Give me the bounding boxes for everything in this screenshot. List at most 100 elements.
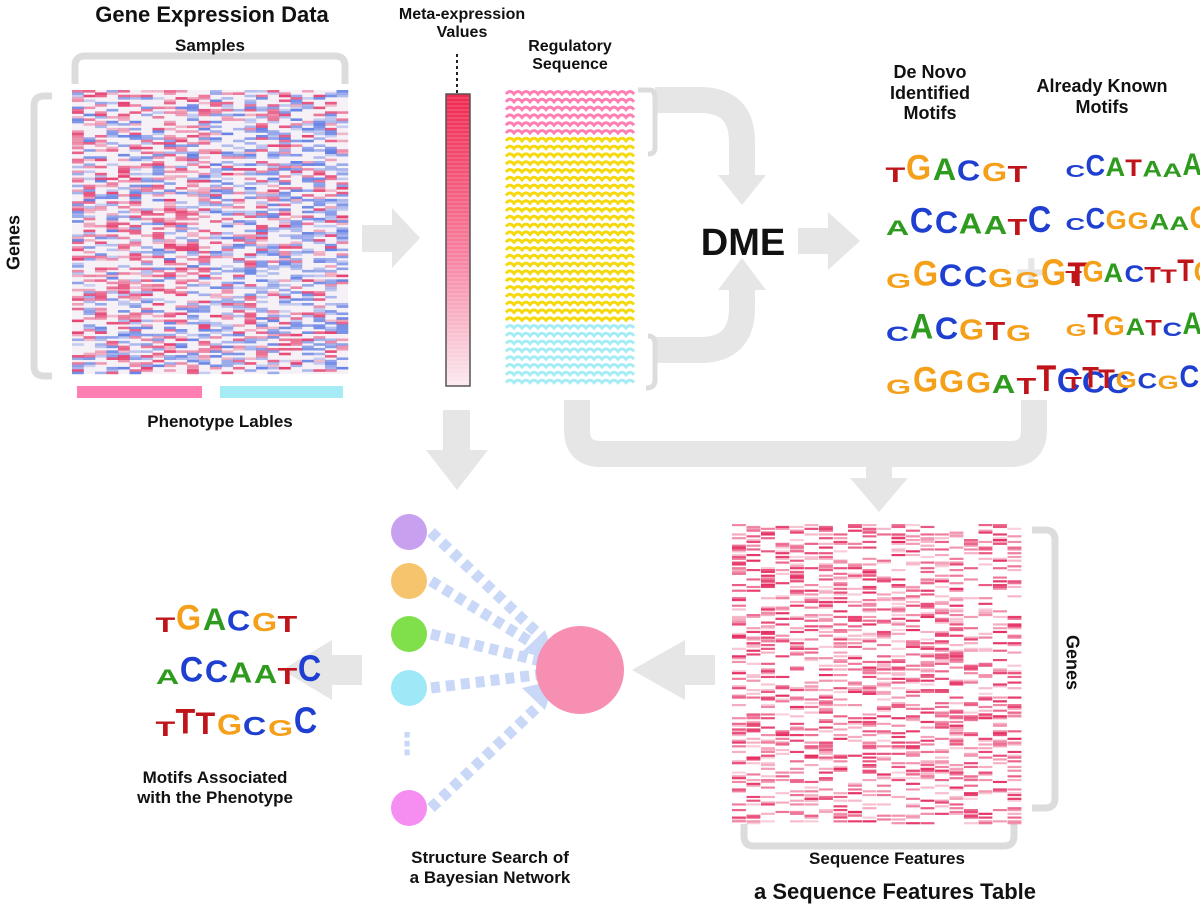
heatmap-cell [313,201,326,204]
motif-letter: G [267,716,293,742]
heatmap-cell [72,99,84,103]
heatmap-cell [290,291,303,294]
heatmap-cell [187,272,199,275]
heatmap-cell [244,295,257,299]
heatmap-cell [95,156,107,159]
feature-cell [819,674,833,677]
heatmap-cell [118,291,130,294]
feature-cell [761,644,775,647]
heatmap-cell [290,165,303,169]
heatmap-cell [164,137,176,140]
heatmap-cell [302,222,314,226]
feature-cell [906,604,920,607]
heatmap-cell [187,369,199,372]
heatmap-cell [233,172,245,176]
heatmap-cell [336,139,349,143]
heatmap-cell [106,90,119,93]
heatmap-cell [210,286,222,289]
heatmap-cell [95,307,107,311]
heatmap-cell [83,196,96,200]
heatmap-cell [221,324,234,327]
feature-cell [819,574,833,577]
regulatory-sequence-label: Regulatory Sequence [528,38,612,74]
motif-letter: T [1160,265,1177,288]
motif-letter: G [912,255,938,294]
feature-cell [978,674,993,677]
heatmap-cell [129,293,142,297]
heatmap-cell [279,333,291,337]
heatmap-cell [187,317,199,320]
heatmap-cell [267,168,280,171]
heatmap-cell [313,369,326,372]
heatmap-cell [290,101,303,105]
heatmap-cell [129,331,142,334]
heatmap-cell [290,224,303,228]
sequence-wave [504,339,636,346]
feature-cell [1007,651,1022,654]
heatmap-cell [106,336,119,339]
heatmap-cell [256,229,268,233]
heatmap-cell [72,262,84,266]
feature-cell [761,754,775,757]
feature-cell [891,550,906,553]
feature-cell [833,636,848,639]
heatmap-cell [72,357,84,360]
motif-letter: A [932,152,956,188]
heatmap-cell [164,151,176,155]
motif-letter: T [1125,154,1143,182]
feature-cell [848,634,862,637]
feature-cell [877,681,891,684]
feature-cell [891,569,906,572]
feature-cell [877,692,891,695]
feature-cell [746,644,761,647]
heatmap-cell [233,295,245,299]
sequence-wave [504,105,636,112]
heatmap-cell [129,177,142,181]
feature-cell [790,687,804,690]
feature-cell [848,782,862,785]
heatmap-cell [95,269,107,273]
heatmap-cell [187,307,199,311]
feature-cell [877,794,891,797]
feature-cell [833,587,848,590]
heatmap-cell [210,203,222,207]
heatmap-cell [129,156,142,159]
heatmap-cell [325,258,337,261]
feature-cell [790,529,804,532]
heatmap-cell [152,338,165,342]
regulatory-sequence-waves [504,90,636,385]
feature-cell [804,687,819,690]
heatmap-cell [175,227,188,230]
feature-cell [891,814,906,817]
feature-cell [935,608,949,611]
heatmap-cell [83,201,96,204]
heatmap-cell [129,229,142,233]
motif-letter: G [906,149,931,188]
feature-cell [906,653,920,656]
feature-cell [848,524,862,527]
heatmap-cell [106,130,119,133]
feature-cell [862,599,877,602]
heatmap-cell [141,234,153,237]
heatmap-cell [164,276,176,280]
feature-cell [819,771,833,774]
feature-cell [935,801,949,804]
heatmap-cell [72,118,84,121]
heatmap-cell [152,156,165,159]
feature-cell [761,780,775,784]
heatmap-cell [198,156,211,159]
heatmap-cell [221,248,234,252]
heatmap-cell [313,305,326,308]
feature-cell [746,525,761,529]
feature-cell [906,822,920,825]
heatmap-cell [118,215,130,218]
heatmap-cell [244,243,257,247]
heatmap-cell [118,265,130,268]
heatmap-cell [221,329,234,332]
feature-cell [964,812,978,815]
feature-cell [761,569,775,572]
heatmap-cell [256,201,268,204]
feature-cell [790,812,804,815]
heatmap-cell [336,220,349,223]
feature-cell [862,722,877,725]
